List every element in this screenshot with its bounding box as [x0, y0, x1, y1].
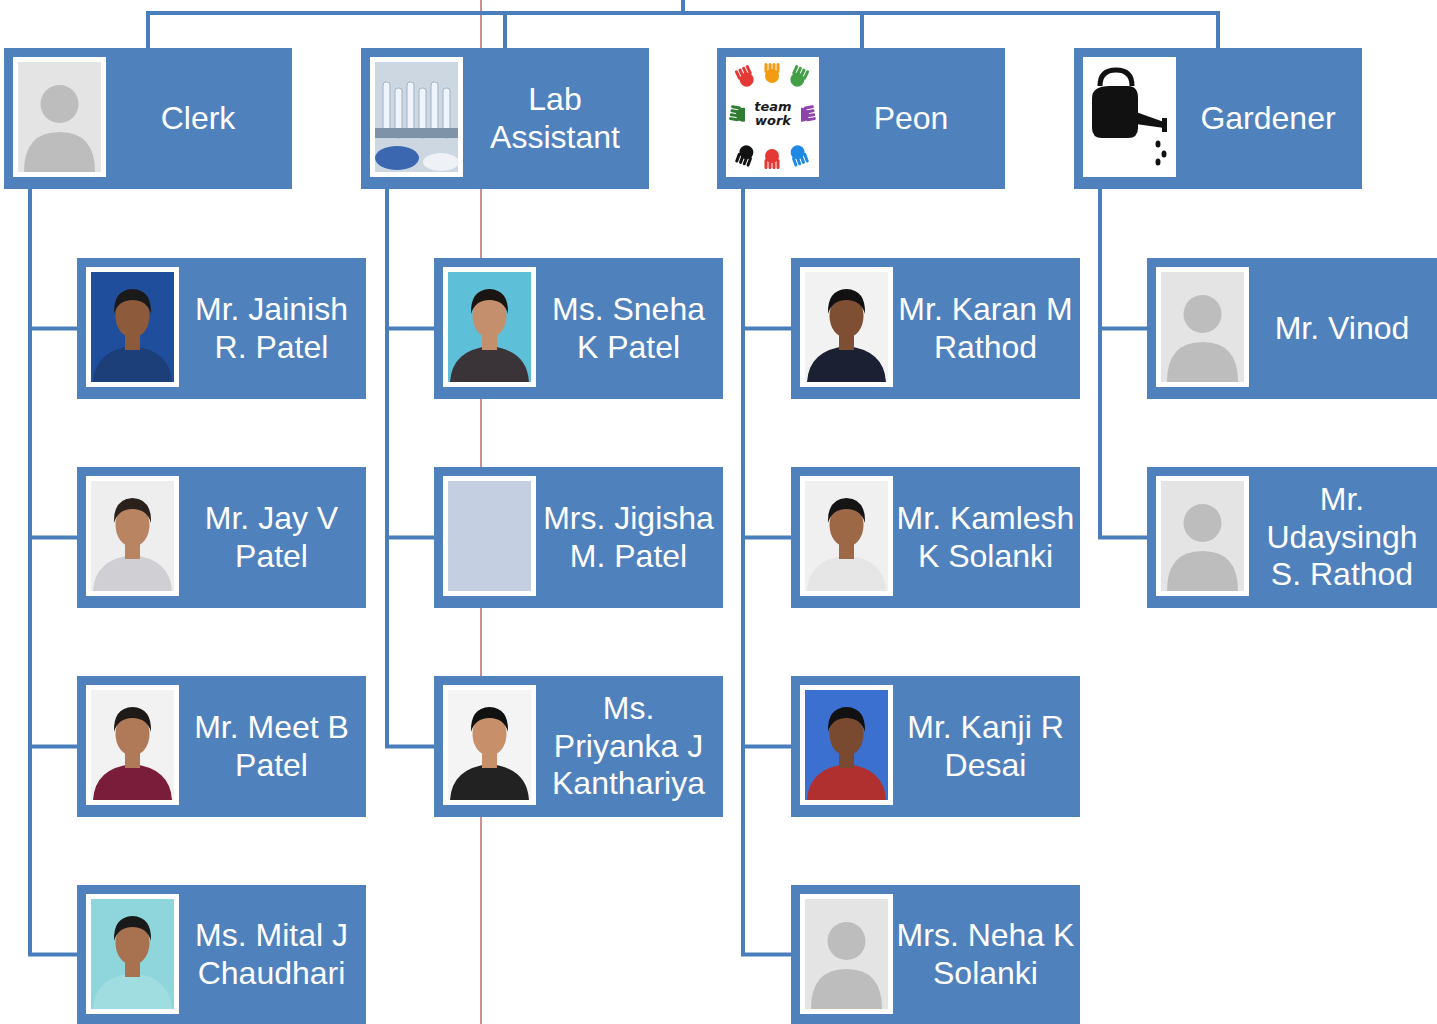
portrait-picture [86, 685, 179, 805]
portrait-picture [1156, 476, 1249, 596]
text-area: Gardener [1178, 52, 1358, 185]
text-area: Lab Assistant [465, 52, 645, 185]
staff-name: Ms. Mital J Chaudhari [181, 917, 362, 993]
staff-box: Mr. Jainish R. Patel [77, 258, 366, 399]
portrait-picture [1083, 57, 1176, 177]
staff-box: Mr. Meet B Patel [77, 676, 366, 817]
text-area: Mr. Jay V Patel [181, 471, 362, 604]
staff-name: Mr. Kamlesh K Solanki [895, 500, 1076, 576]
org-connector [1100, 189, 1147, 538]
portrait-picture [1156, 267, 1249, 387]
portrait-picture [13, 57, 106, 177]
staff-name: Ms. Sneha K Patel [538, 291, 719, 367]
staff-box: Mrs. Neha K Solanki [791, 885, 1080, 1024]
role-title: Clerk [161, 100, 236, 138]
text-area: Ms. Sneha K Patel [538, 262, 719, 395]
text-area: Mrs. Neha K Solanki [895, 889, 1076, 1020]
text-area: Mr. Meet B Patel [181, 680, 362, 813]
staff-box: Ms. Mital J Chaudhari [77, 885, 366, 1024]
org-connector [30, 189, 77, 329]
top-bracket [146, 0, 1220, 48]
text-area: Mr. Kamlesh K Solanki [895, 471, 1076, 604]
org-connector [387, 189, 434, 747]
portrait-picture [800, 894, 893, 1014]
org-connector [743, 189, 791, 538]
role-title: Lab Assistant [465, 81, 645, 157]
portrait-picture [86, 476, 179, 596]
role-box: Lab Assistant [361, 48, 649, 189]
org-connector [743, 189, 791, 955]
role-title: Gardener [1200, 100, 1335, 138]
portrait-picture [800, 476, 893, 596]
text-area: Mr. Udaysingh S. Rathod [1251, 471, 1433, 604]
portrait-picture [86, 267, 179, 387]
staff-name: Mr. Jainish R. Patel [181, 291, 362, 367]
staff-name: Mr. Karan M Rathod [895, 291, 1076, 367]
org-connector [387, 189, 434, 538]
picture-caption: team work [745, 100, 801, 127]
role-box: Gardener [1074, 48, 1362, 189]
text-area: Mrs. Jigisha M. Patel [538, 471, 719, 604]
org-connector [743, 189, 791, 747]
role-box: Clerk [4, 48, 292, 189]
staff-box: Mr. Karan M Rathod [791, 258, 1080, 399]
staff-box: Mr. Udaysingh S. Rathod [1147, 467, 1437, 608]
portrait-picture [443, 476, 536, 596]
staff-box: Ms. Sneha K Patel [434, 258, 723, 399]
staff-name: Mr. Vinod [1275, 310, 1410, 348]
org-connector [1100, 189, 1147, 329]
org-connector [743, 189, 791, 329]
text-area: Ms. Mital J Chaudhari [181, 889, 362, 1020]
staff-name: Mr. Jay V Patel [181, 500, 362, 576]
staff-name: Mr. Udaysingh S. Rathod [1251, 481, 1433, 594]
org-connector [30, 189, 77, 538]
staff-name: Ms. Priyanka J Kanthariya [538, 690, 719, 803]
portrait-picture [800, 685, 893, 805]
text-area: Ms. Priyanka J Kanthariya [538, 680, 719, 813]
text-area: Mr. Vinod [1251, 262, 1433, 395]
portrait-picture [443, 685, 536, 805]
text-area: Peon [821, 52, 1001, 185]
org-connector [30, 189, 77, 747]
staff-box: Mrs. Jigisha M. Patel [434, 467, 723, 608]
staff-name: Mr. Kanji R Desai [895, 709, 1076, 785]
org-connector [30, 189, 77, 955]
staff-box: Mr. Kamlesh K Solanki [791, 467, 1080, 608]
staff-box: Mr. Kanji R Desai [791, 676, 1080, 817]
portrait-picture [800, 267, 893, 387]
staff-box: Ms. Priyanka J Kanthariya [434, 676, 723, 817]
staff-name: Mr. Meet B Patel [181, 709, 362, 785]
staff-box: Mr. Vinod [1147, 258, 1437, 399]
portrait-picture [86, 894, 179, 1014]
text-area: Mr. Jainish R. Patel [181, 262, 362, 395]
portrait-picture [443, 267, 536, 387]
role-title: Peon [874, 100, 949, 138]
text-area: Mr. Karan M Rathod [895, 262, 1076, 395]
portrait-picture [370, 57, 463, 177]
staff-box: Mr. Jay V Patel [77, 467, 366, 608]
text-area: Mr. Kanji R Desai [895, 680, 1076, 813]
staff-name: Mrs. Neha K Solanki [895, 917, 1076, 993]
text-area: Clerk [108, 52, 288, 185]
org-connector [387, 189, 434, 329]
staff-name: Mrs. Jigisha M. Patel [538, 500, 719, 576]
